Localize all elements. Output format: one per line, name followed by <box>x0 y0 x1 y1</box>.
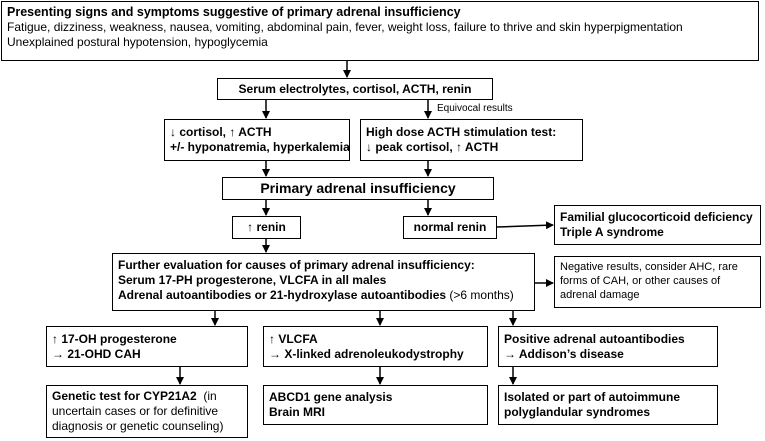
node-high-renin: ↑ renin <box>232 216 301 239</box>
abcd1-line2: Brain MRI <box>269 405 326 419</box>
vlcfa-line1: ↑ VLCFA <box>269 332 318 346</box>
genetic-rest: (in uncertain cases or for definitive di… <box>52 389 224 433</box>
node-isolated: Isolated or part of autoimmune polygland… <box>498 385 718 425</box>
presenting-line2: Unexplained postural hypotension, hypogl… <box>7 35 268 49</box>
primary-text: Primary adrenal insufficiency <box>260 180 456 196</box>
low-cortisol-line1: ↓ cortisol, ↑ ACTH <box>170 125 272 139</box>
serum-text: Serum electrolytes, cortisol, ACTH, reni… <box>238 82 472 96</box>
further-line2: Serum 17-PH progesterone, VLCFA in all m… <box>118 273 387 287</box>
edge-label-equivocal: Equivocal results <box>437 103 513 114</box>
node-presenting: Presenting signs and symptoms suggestive… <box>1 1 759 61</box>
vlcfa-line2: → X-linked adrenoleukodystrophy <box>269 347 464 361</box>
isolated-line1: Isolated or part of autoimmune <box>504 390 681 404</box>
further-line3: Adrenal autoantibodies or 21-hydroxylase… <box>118 288 447 302</box>
node-low-cortisol: ↓ cortisol, ↑ ACTH +/- hyponatremia, hyp… <box>164 119 350 161</box>
negative-text: Negative results, consider AHC, rare for… <box>560 261 738 301</box>
genetic-bold: Genetic test for CYP21A2 <box>52 389 197 403</box>
ohp-line1: ↑ 17-OH progesterone <box>52 332 177 346</box>
node-vlcfa: ↑ VLCFA → X-linked adrenoleukodystrophy <box>263 326 488 367</box>
node-serum: Serum electrolytes, cortisol, ACTH, reni… <box>217 78 493 100</box>
familial-line2: Triple A syndrome <box>560 225 664 239</box>
autoab-line2: → Addison’s disease <box>504 347 624 361</box>
high-dose-line2: ↓ peak cortisol, ↑ ACTH <box>366 140 499 154</box>
presenting-title: Presenting signs and symptoms suggestive… <box>7 5 461 19</box>
node-autoab: Positive adrenal autoantibodies → Addiso… <box>498 326 718 367</box>
low-cortisol-line2: +/- hyponatremia, hyperkalemia <box>170 140 350 154</box>
node-high-dose: High dose ACTH stimulation test: ↓ peak … <box>360 119 583 161</box>
further-line3-wrap: Adrenal autoantibodies or 21-hydroxylase… <box>118 288 529 303</box>
autoab-line1: Positive adrenal autoantibodies <box>504 332 685 346</box>
node-further: Further evaluation for causes of primary… <box>112 253 535 311</box>
further-line3-suffix: (>6 months) <box>449 288 514 302</box>
abcd1-line1: ABCD1 gene analysis <box>269 390 393 404</box>
further-line1: Further evaluation for causes of primary… <box>118 258 475 272</box>
node-familial: Familial glucocorticoid deficiency Tripl… <box>554 205 761 245</box>
node-ohp: ↑ 17-OH progesterone → 21-OHD CAH <box>46 326 248 367</box>
node-primary: Primary adrenal insufficiency <box>222 177 494 200</box>
node-genetic: Genetic test for CYP21A2 (in uncertain c… <box>46 385 248 438</box>
node-normal-renin: normal renin <box>403 216 497 239</box>
ohp-line2: → 21-OHD CAH <box>52 347 141 361</box>
arrow-normal-renin-to-familial <box>496 221 554 230</box>
normal-renin-text: normal renin <box>413 220 487 234</box>
high-renin-text: ↑ renin <box>247 220 286 234</box>
high-dose-line1: High dose ACTH stimulation test: <box>366 125 557 139</box>
familial-line1: Familial glucocorticoid deficiency <box>560 210 753 224</box>
genetic-wrap: Genetic test for CYP21A2 (in uncertain c… <box>52 389 223 433</box>
isolated-line2: polyglandular syndromes <box>504 405 651 419</box>
node-negative: Negative results, consider AHC, rare for… <box>554 256 761 308</box>
presenting-line1: Fatigue, dizziness, weakness, nausea, vo… <box>7 20 683 34</box>
node-abcd1: ABCD1 gene analysis Brain MRI <box>263 385 488 425</box>
